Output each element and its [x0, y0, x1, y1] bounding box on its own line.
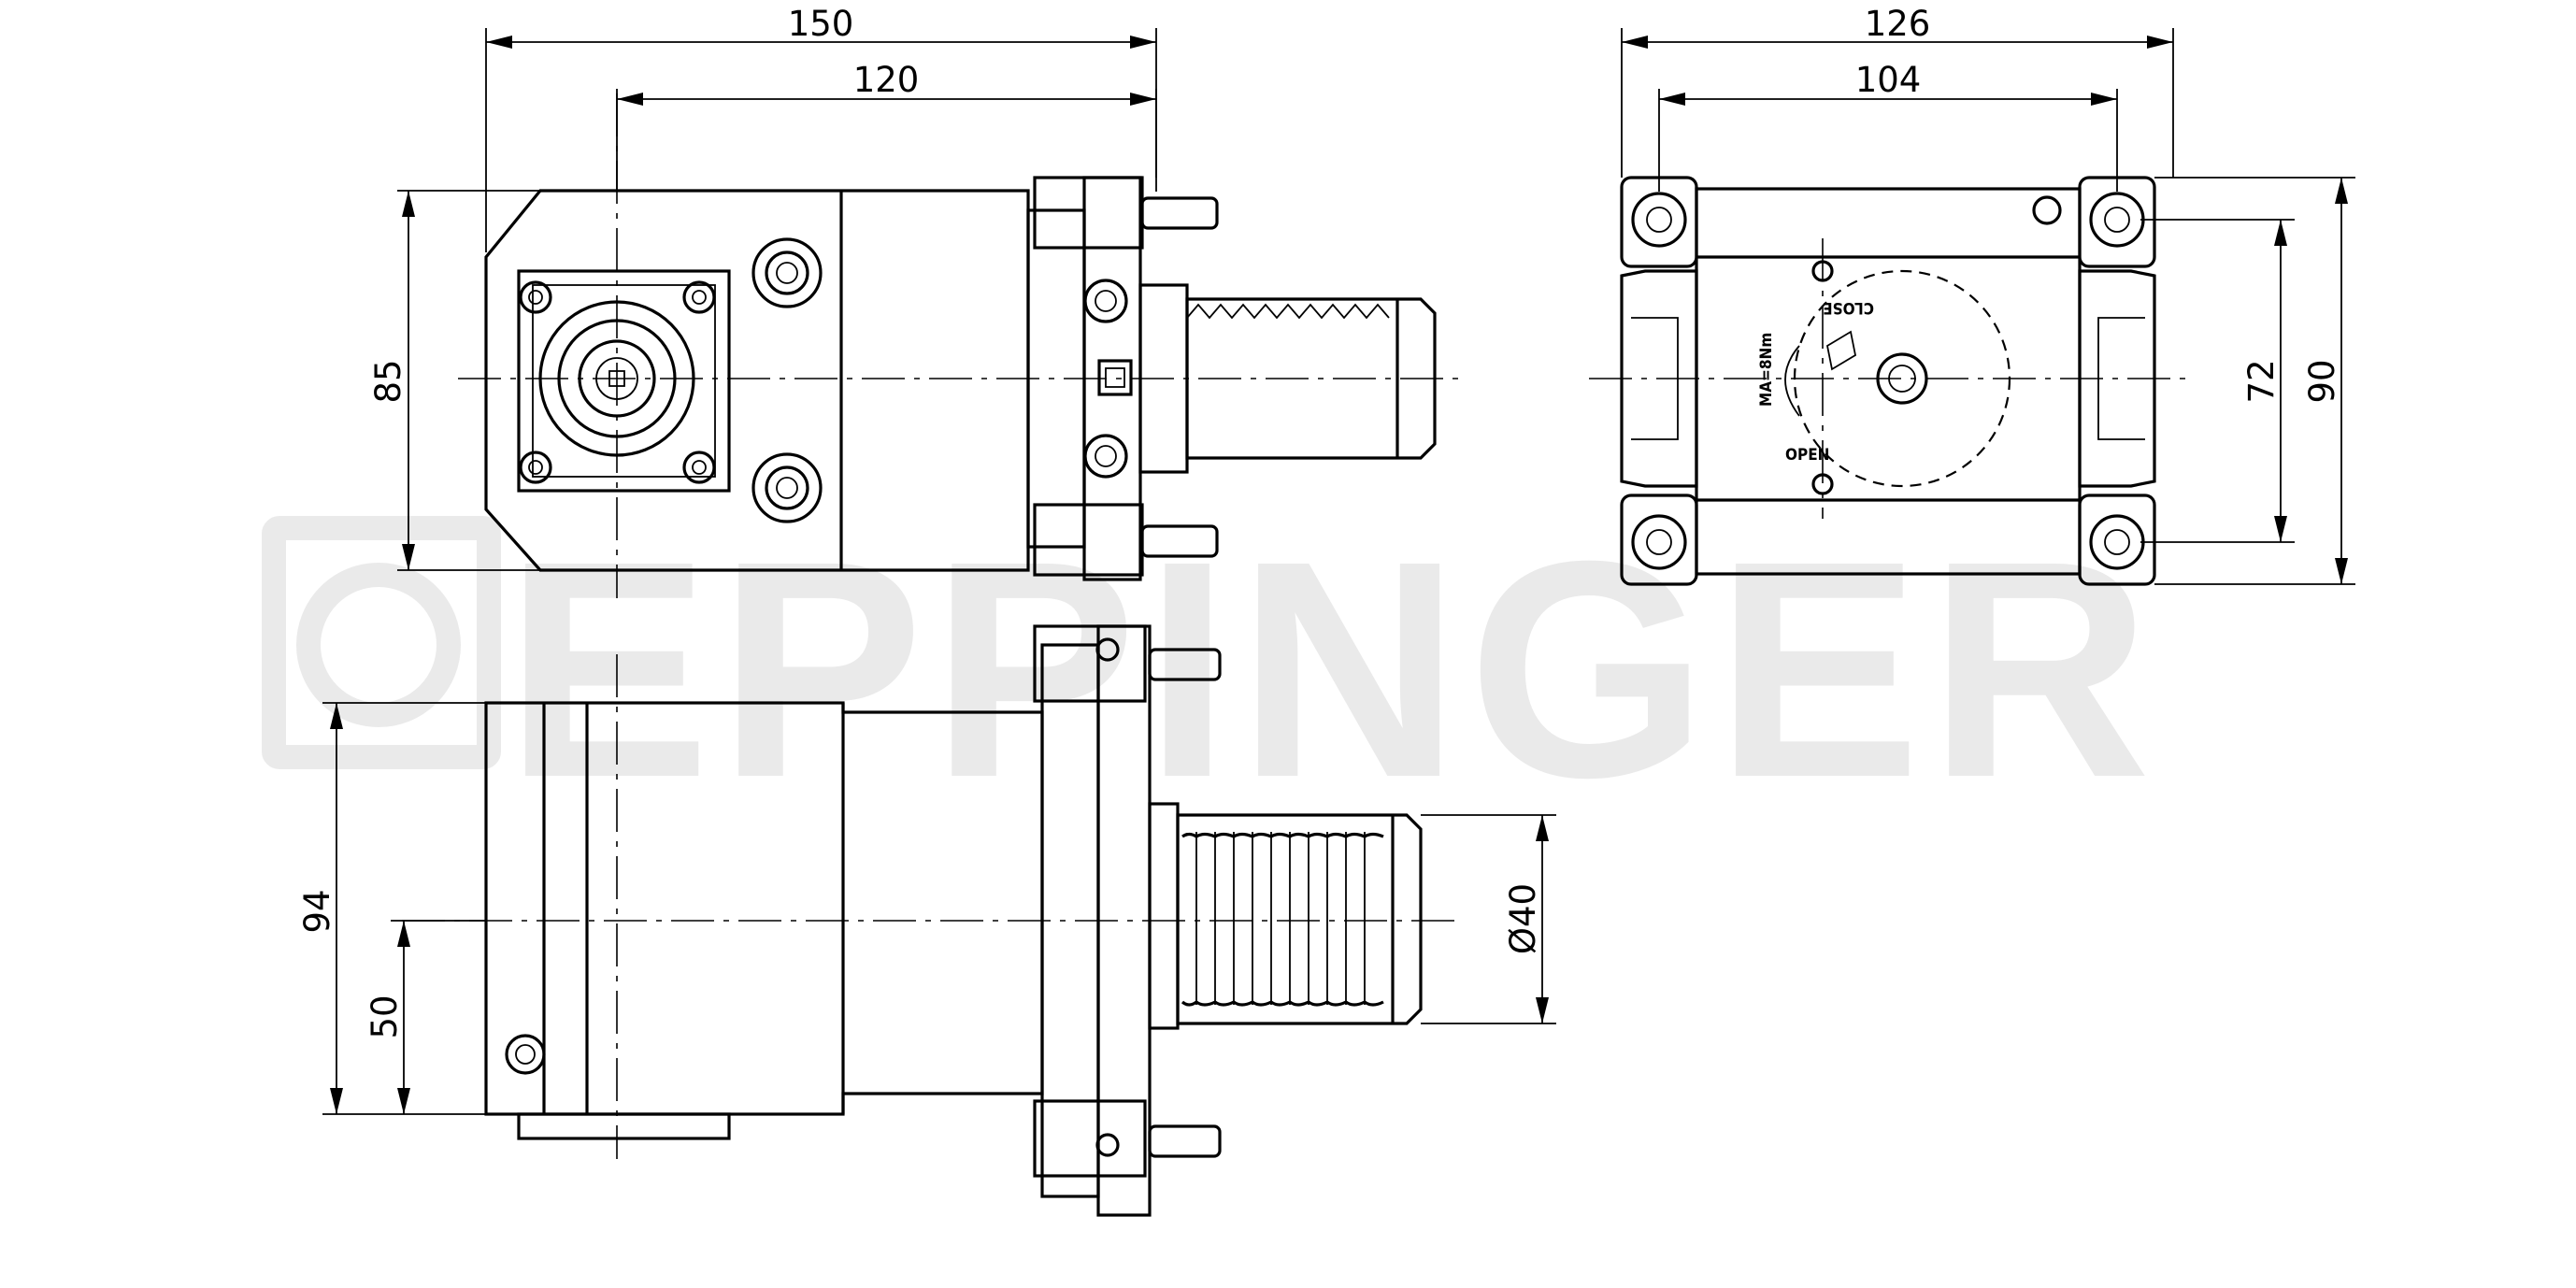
dim-85: 85: [368, 359, 408, 403]
side-view: [402, 624, 1458, 1217]
open-label: OPEN: [1785, 446, 1829, 465]
dim-104: 104: [1855, 60, 1922, 100]
torque-label: MA=8Nm: [1757, 333, 1776, 407]
dim-50: 50: [365, 995, 405, 1038]
close-label: CLOSE: [1823, 298, 1874, 317]
watermark-logo-icon: [262, 516, 501, 769]
dim-94: 94: [297, 889, 337, 933]
dim-diameter-40: Ø40: [1503, 883, 1543, 954]
front-view: [458, 93, 1463, 598]
dim-120: 120: [853, 60, 920, 100]
dim-72: 72: [2241, 359, 2282, 403]
dim-90: 90: [2302, 359, 2342, 403]
end-view: CLOSE OPEN MA=8Nm: [1589, 176, 2187, 586]
watermark-brand-text: EPPINGER: [505, 496, 2158, 841]
dim-150: 150: [788, 4, 854, 44]
dimension-values: 150 120 85 126 104 72 90 94 50 Ø40: [297, 4, 2342, 1039]
shank-threads: [1181, 832, 1384, 1007]
dimension-lines: [322, 28, 2355, 1115]
dim-126: 126: [1865, 4, 1931, 44]
watermark: EPPINGER: [262, 496, 2158, 841]
